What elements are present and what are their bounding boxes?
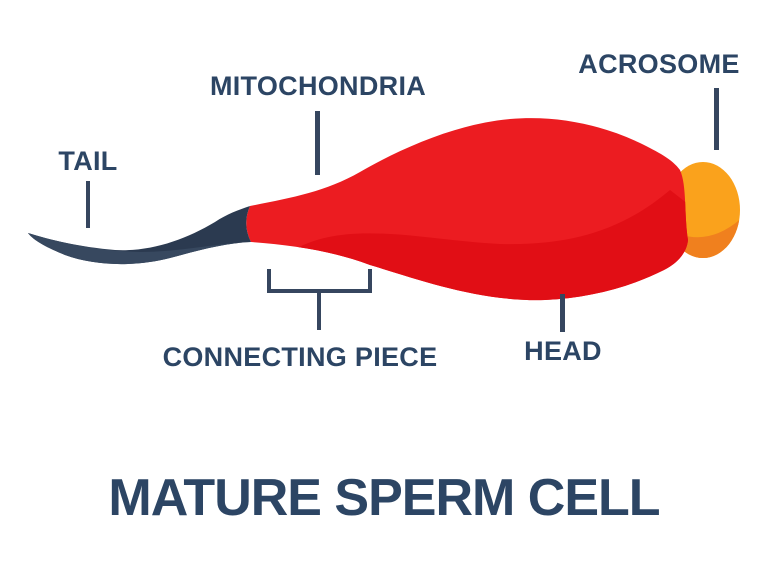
label-head: HEAD — [524, 336, 602, 366]
acrosome-leader-line — [714, 88, 719, 150]
tail-leader-line — [86, 181, 90, 228]
label-acrosome: ACROSOME — [578, 49, 740, 79]
mitochondria-leader-line — [315, 111, 320, 175]
diagram-title: MATURE SPERM CELL — [108, 469, 660, 527]
label-tail: TAIL — [58, 146, 118, 176]
connecting-piece-bracket — [267, 269, 372, 293]
tail-underside-highlight — [28, 233, 251, 265]
label-connecting-piece: CONNECTING PIECE — [162, 342, 438, 372]
head-leader-line — [560, 294, 565, 332]
connecting-piece-bracket-stem — [317, 291, 321, 330]
label-mitochondria: MITOCHONDRIA — [209, 71, 427, 101]
